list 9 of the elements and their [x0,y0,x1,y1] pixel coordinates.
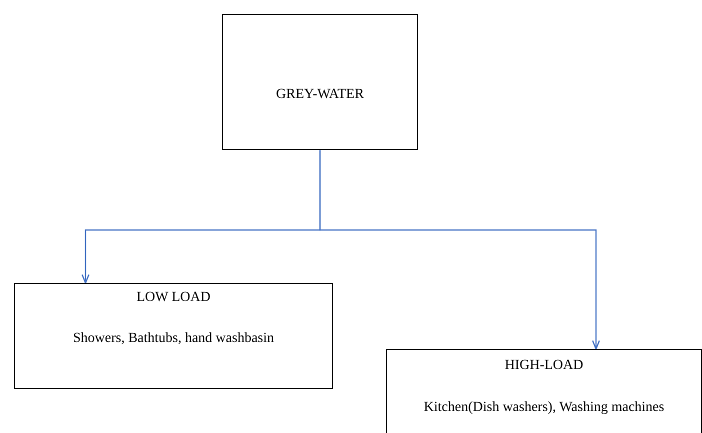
box-title: HIGH-LOAD [504,358,584,374]
box-description: Kitchen(Dish washers), Washing machines [422,400,666,416]
box-description: Showers, Bathtubs, hand washbasin [72,331,276,347]
process-box [14,283,333,389]
box-title: LOW LOAD [135,290,212,306]
process-box [222,14,418,150]
box-title: GREY-WATER [275,87,365,103]
process-box [386,349,702,433]
connector-arrow [319,150,600,350]
